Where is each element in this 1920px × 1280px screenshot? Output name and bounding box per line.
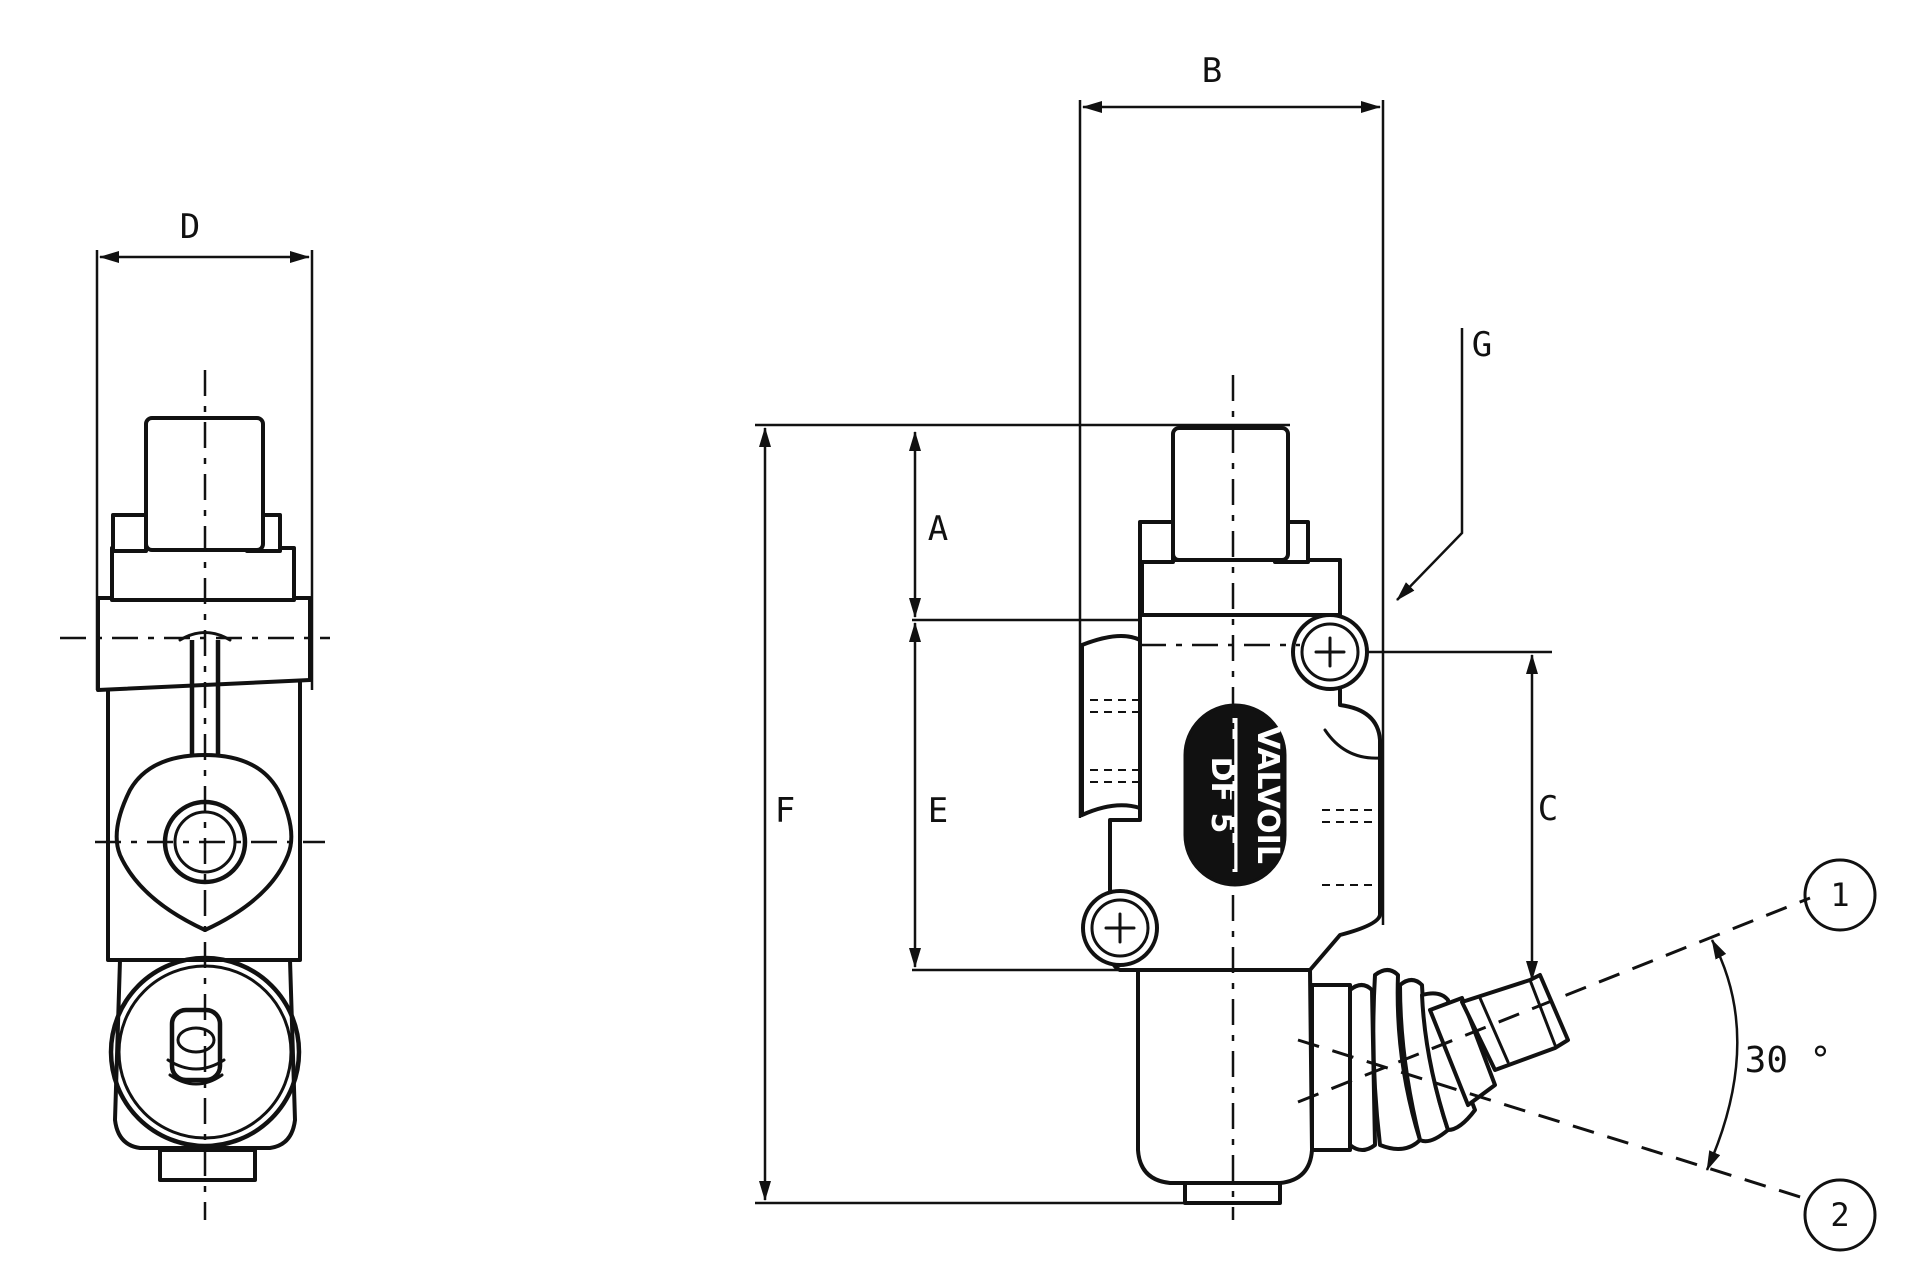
side-lever-stub-top [176,1026,216,1054]
side-lever-stub [169,1007,223,1083]
side-stem [189,640,221,760]
front-nut-left [1138,520,1175,564]
front-bonnet-base [1140,558,1342,617]
position-1-circle [1803,858,1877,932]
brand-name: VALVOIL [1250,726,1285,864]
lever-assembly [1310,968,1570,1152]
position-2-label: 2 [1830,1196,1849,1234]
front-right-hidden-lines [1322,809,1382,886]
front-view: VALVOIL DF 5 30 ° 1 2 B G [755,51,1877,1252]
label-f: F [775,791,795,831]
front-lever-housing [1136,968,1314,1185]
label-e: E [928,791,948,831]
side-bonnet-base [110,546,296,602]
front-port-top-inner [1300,622,1360,682]
lever-handle-detail [1478,978,1557,1064]
position-1-label: 1 [1830,876,1849,914]
lever-position-2-line [1297,1038,1811,1202]
side-nut-left [111,513,148,553]
label-d: D [180,207,200,247]
angle-arc [1705,939,1739,1171]
front-left-boss [1080,634,1142,817]
angle-label: 30 ° [1745,1040,1832,1081]
front-port-bottom-inner [1090,898,1150,958]
label-b: B [1202,51,1222,91]
leader-g [1396,328,1464,601]
label-c: C [1538,789,1558,829]
side-view: D [60,207,330,1220]
side-bottom-plug [158,1148,257,1182]
lever-neck [1428,996,1497,1107]
front-right-notch [1323,728,1382,760]
label-g: G [1472,325,1492,365]
lever-ring-1 [1348,983,1377,1152]
position-2-circle [1803,1178,1877,1252]
side-lever-boot [166,1058,226,1086]
label-a: A [928,509,948,549]
lever-collar [1310,983,1352,1152]
front-spool-end [1171,426,1290,562]
